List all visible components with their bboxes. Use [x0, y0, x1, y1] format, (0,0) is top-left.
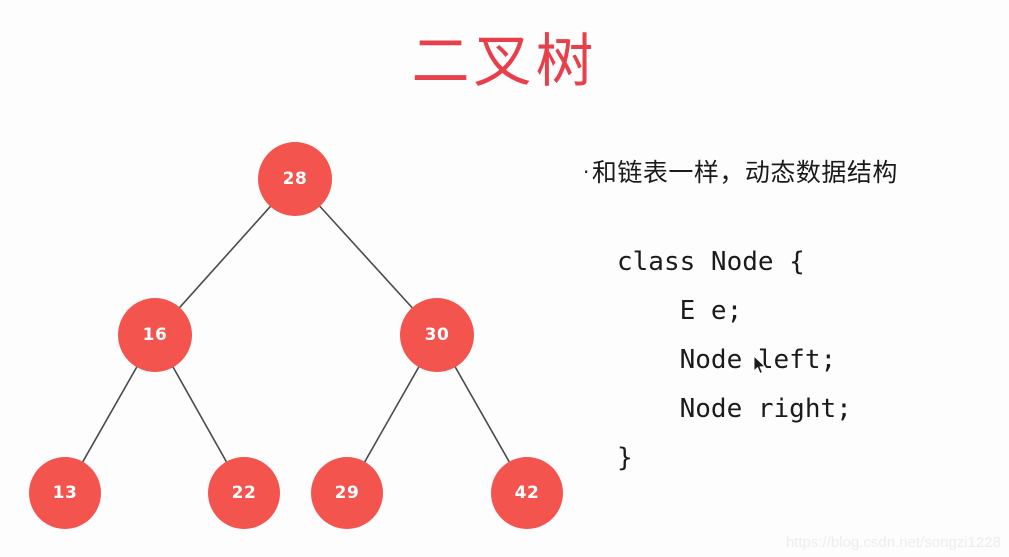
tree-node-label: 42	[514, 483, 540, 503]
tree-edge	[177, 204, 273, 310]
tree-node-label: 13	[52, 483, 78, 503]
tree-node-label: 28	[282, 169, 308, 189]
bullet-marker-icon: ·	[583, 160, 590, 184]
bullet-item-label: 和链表一样，动态数据结构	[591, 158, 898, 187]
bullet-item: ·和链表一样，动态数据结构	[583, 155, 898, 190]
watermark: https://blog.csdn.net/songzi1228	[785, 534, 1001, 551]
tree-edges	[81, 204, 511, 464]
tree-node-22[interactable]: 22	[208, 457, 280, 529]
tree-node-28[interactable]: 28	[258, 142, 332, 216]
tree-node-29[interactable]: 29	[311, 457, 383, 529]
code-line: Node left;	[617, 345, 837, 375]
binary-tree-diagram: 28 16 30 13 22 29 42	[29, 142, 563, 529]
code-snippet: class Node { E e; Node left; Node right;…	[617, 238, 852, 483]
explanation-column: ·和链表一样，动态数据结构 class Node { E e; Node lef…	[583, 0, 1009, 557]
page-title: 二叉树	[411, 27, 598, 95]
code-line: }	[617, 443, 633, 473]
code-line: class Node {	[617, 247, 805, 277]
tree-node-42[interactable]: 42	[491, 457, 563, 529]
tree-node-13[interactable]: 13	[29, 457, 101, 529]
tree-node-30[interactable]: 30	[400, 298, 474, 372]
code-line: E e;	[617, 296, 743, 326]
tree-edge	[81, 365, 139, 464]
code-line: Node right;	[617, 394, 852, 424]
tree-edge	[317, 204, 415, 310]
tree-node-16[interactable]: 16	[118, 298, 192, 372]
tree-edge	[171, 365, 229, 464]
tree-node-label: 29	[334, 483, 360, 503]
tree-node-label: 22	[231, 483, 257, 503]
tree-node-label: 30	[424, 325, 450, 345]
tree-node-label: 16	[142, 325, 168, 345]
tree-edge	[363, 365, 421, 464]
tree-edge	[453, 365, 511, 464]
